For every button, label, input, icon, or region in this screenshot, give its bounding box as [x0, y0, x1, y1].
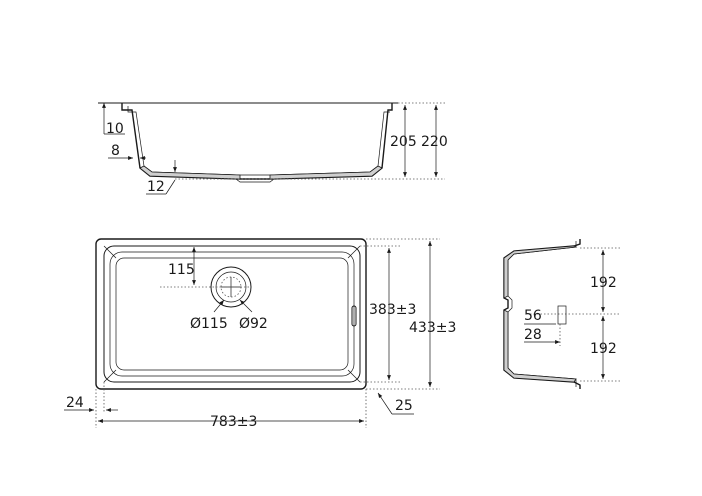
dim-flange-offset: 24	[66, 395, 84, 411]
dim-outer-depth: 220	[421, 134, 448, 150]
dim-inner-width: 383±3	[369, 302, 416, 318]
top-plan-view: 115 Ø115 Ø92 383±3 433±3 783±3 24 25	[64, 238, 456, 430]
dim-outer-length: 783±3	[210, 414, 257, 430]
end-section-view: 192 192 56 28	[503, 239, 620, 389]
side-section-view: 10 8 12 205 220	[98, 102, 448, 195]
dim-rim-thickness: 10	[106, 121, 124, 137]
dim-inner-depth: 205	[390, 134, 417, 150]
dim-overflow-width: 28	[524, 327, 542, 343]
dim-lower-half: 192	[590, 341, 617, 357]
dim-drain-offset: 115	[168, 262, 195, 278]
dim-wall-thickness: 8	[111, 143, 120, 159]
dim-upper-half: 192	[590, 275, 617, 291]
dim-outer-width: 433±3	[409, 320, 456, 336]
dim-drain-outer-diameter: Ø115	[190, 316, 228, 332]
dim-drain-inner-diameter: Ø92	[239, 316, 268, 332]
dim-overflow-height: 56	[524, 308, 542, 324]
dim-corner-radius: 25	[395, 398, 413, 414]
dim-bottom-thickness: 12	[147, 179, 165, 195]
